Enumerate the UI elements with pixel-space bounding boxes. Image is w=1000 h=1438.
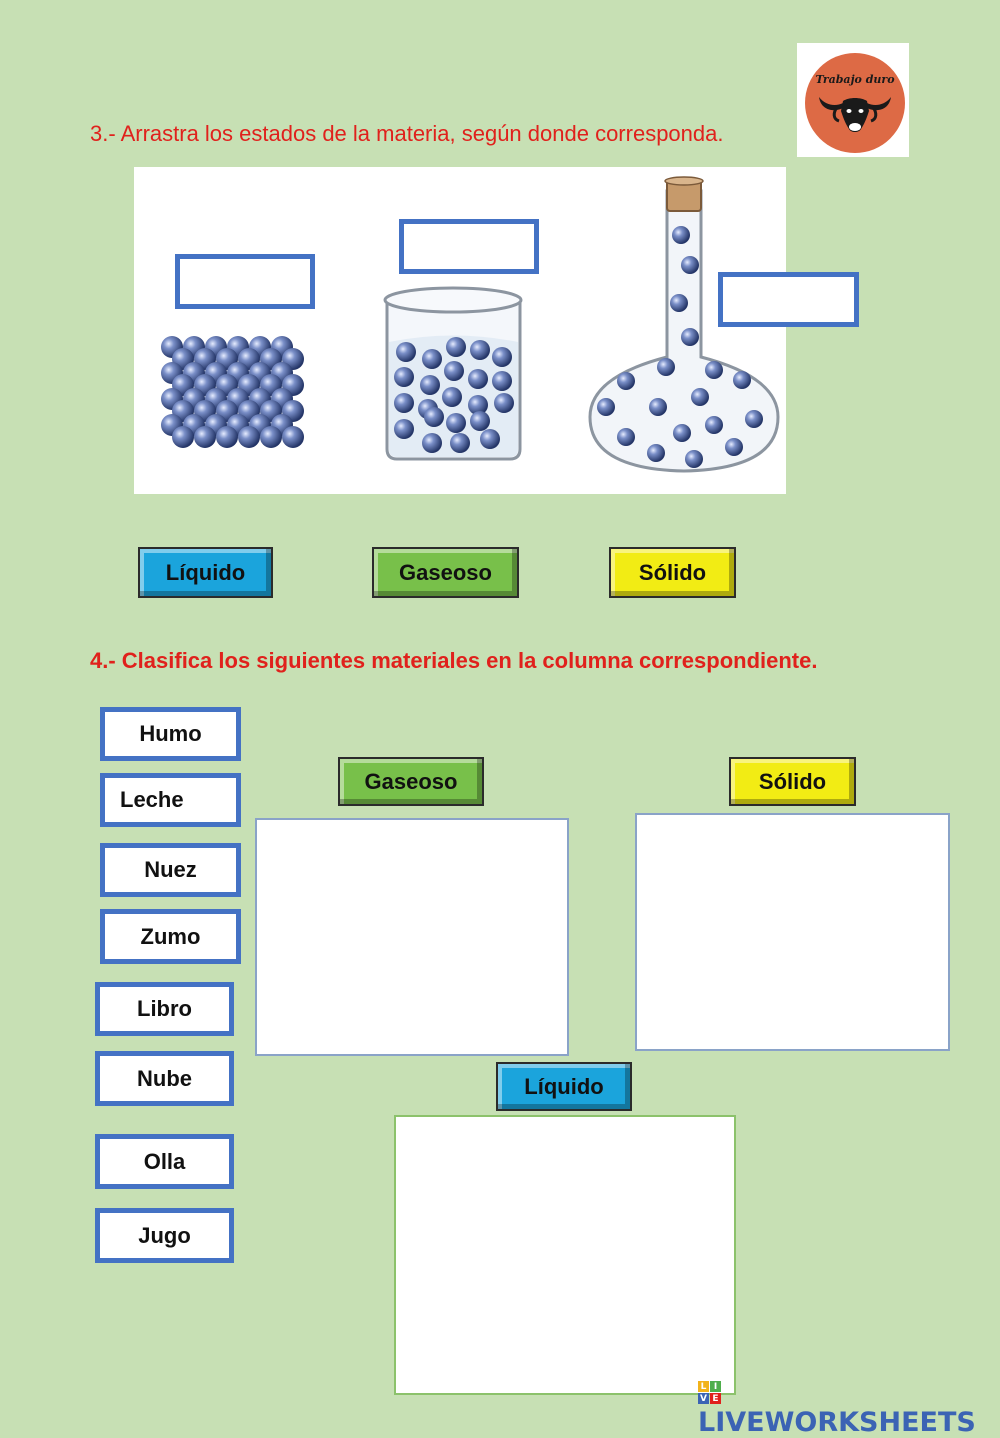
particle — [470, 340, 490, 360]
word-card-libro[interactable]: Libro — [95, 982, 234, 1036]
word-card-olla[interactable]: Olla — [95, 1134, 234, 1189]
particle — [685, 450, 703, 468]
column-header-solido: Sólido — [729, 757, 856, 806]
drop-zone-solido[interactable] — [635, 813, 950, 1051]
particle — [468, 395, 488, 415]
particle — [681, 256, 699, 274]
column-header-gaseoso: Gaseoso — [338, 757, 484, 806]
liveworksheets-logo-icon: L I V E — [698, 1381, 721, 1404]
particle — [494, 393, 514, 413]
word-card-nube[interactable]: Nube — [95, 1051, 234, 1106]
word-card-nuez[interactable]: Nuez — [100, 843, 241, 897]
particle — [422, 433, 442, 453]
particle — [238, 426, 260, 448]
liveworksheets-wordmark: LIVEWORKSHEETS — [698, 1407, 976, 1438]
particle — [470, 411, 490, 431]
particle — [172, 426, 194, 448]
particle — [424, 407, 444, 427]
particle — [442, 387, 462, 407]
particle — [492, 347, 512, 367]
particle — [444, 361, 464, 381]
particle — [282, 426, 304, 448]
particle — [260, 426, 282, 448]
logo-badge: Trabajo duro — [805, 53, 905, 153]
particle — [733, 371, 751, 389]
particle — [468, 369, 488, 389]
particle — [396, 342, 416, 362]
particle — [420, 375, 440, 395]
particle — [446, 413, 466, 433]
particle — [492, 371, 512, 391]
word-card-jugo[interactable]: Jugo — [95, 1208, 234, 1263]
particle — [394, 393, 414, 413]
particle — [597, 398, 615, 416]
word-card-humo[interactable]: Humo — [100, 707, 241, 761]
column-header-liquido: Líquido — [496, 1062, 632, 1111]
particle — [394, 367, 414, 387]
drop-zone-gaseoso[interactable] — [255, 818, 569, 1056]
question-4-prompt: 4.- Clasifica los siguientes materiales … — [90, 648, 818, 673]
particle — [705, 361, 723, 379]
particle — [422, 349, 442, 369]
beaker-liquid-particles-icon — [383, 286, 523, 461]
question-3-prompt: 3.- Arrastra los estados de la materia, … — [90, 121, 724, 146]
particle — [705, 416, 723, 434]
liveworksheets-brand: L I V E LIVEWORKSHEETS — [698, 1376, 1000, 1438]
states-illustration-panel — [134, 167, 786, 494]
particle — [673, 424, 691, 442]
particle — [681, 328, 699, 346]
particle — [617, 372, 635, 390]
particle — [649, 398, 667, 416]
particle — [617, 428, 635, 446]
states-illustration — [161, 176, 780, 473]
drop-box-liquid[interactable] — [399, 219, 539, 274]
flask-gas-particles-icon — [588, 176, 780, 473]
buffalo-icon — [819, 97, 891, 132]
particle — [446, 337, 466, 357]
drop-box-solid[interactable] — [175, 254, 315, 309]
particle — [450, 433, 470, 453]
solid-particles-icon — [161, 336, 304, 448]
word-card-leche[interactable]: Leche — [100, 773, 241, 827]
particle — [216, 426, 238, 448]
word-card-zumo[interactable]: Zumo — [100, 909, 241, 964]
particle — [657, 358, 675, 376]
drop-box-gas[interactable] — [718, 272, 859, 327]
logo-text: Trabajo duro — [815, 73, 895, 86]
drop-zone-liquido[interactable] — [394, 1115, 736, 1395]
logo: Trabajo duro — [797, 43, 909, 157]
particle — [672, 226, 690, 244]
option-solido[interactable]: Sólido — [609, 547, 736, 598]
particle — [670, 294, 688, 312]
particle — [725, 438, 743, 456]
particle — [194, 426, 216, 448]
particle — [647, 444, 665, 462]
particle — [394, 419, 414, 439]
particle — [480, 429, 500, 449]
particle — [691, 388, 709, 406]
particle — [745, 410, 763, 428]
option-gaseoso[interactable]: Gaseoso — [372, 547, 519, 598]
option-liquido[interactable]: Líquido — [138, 547, 273, 598]
